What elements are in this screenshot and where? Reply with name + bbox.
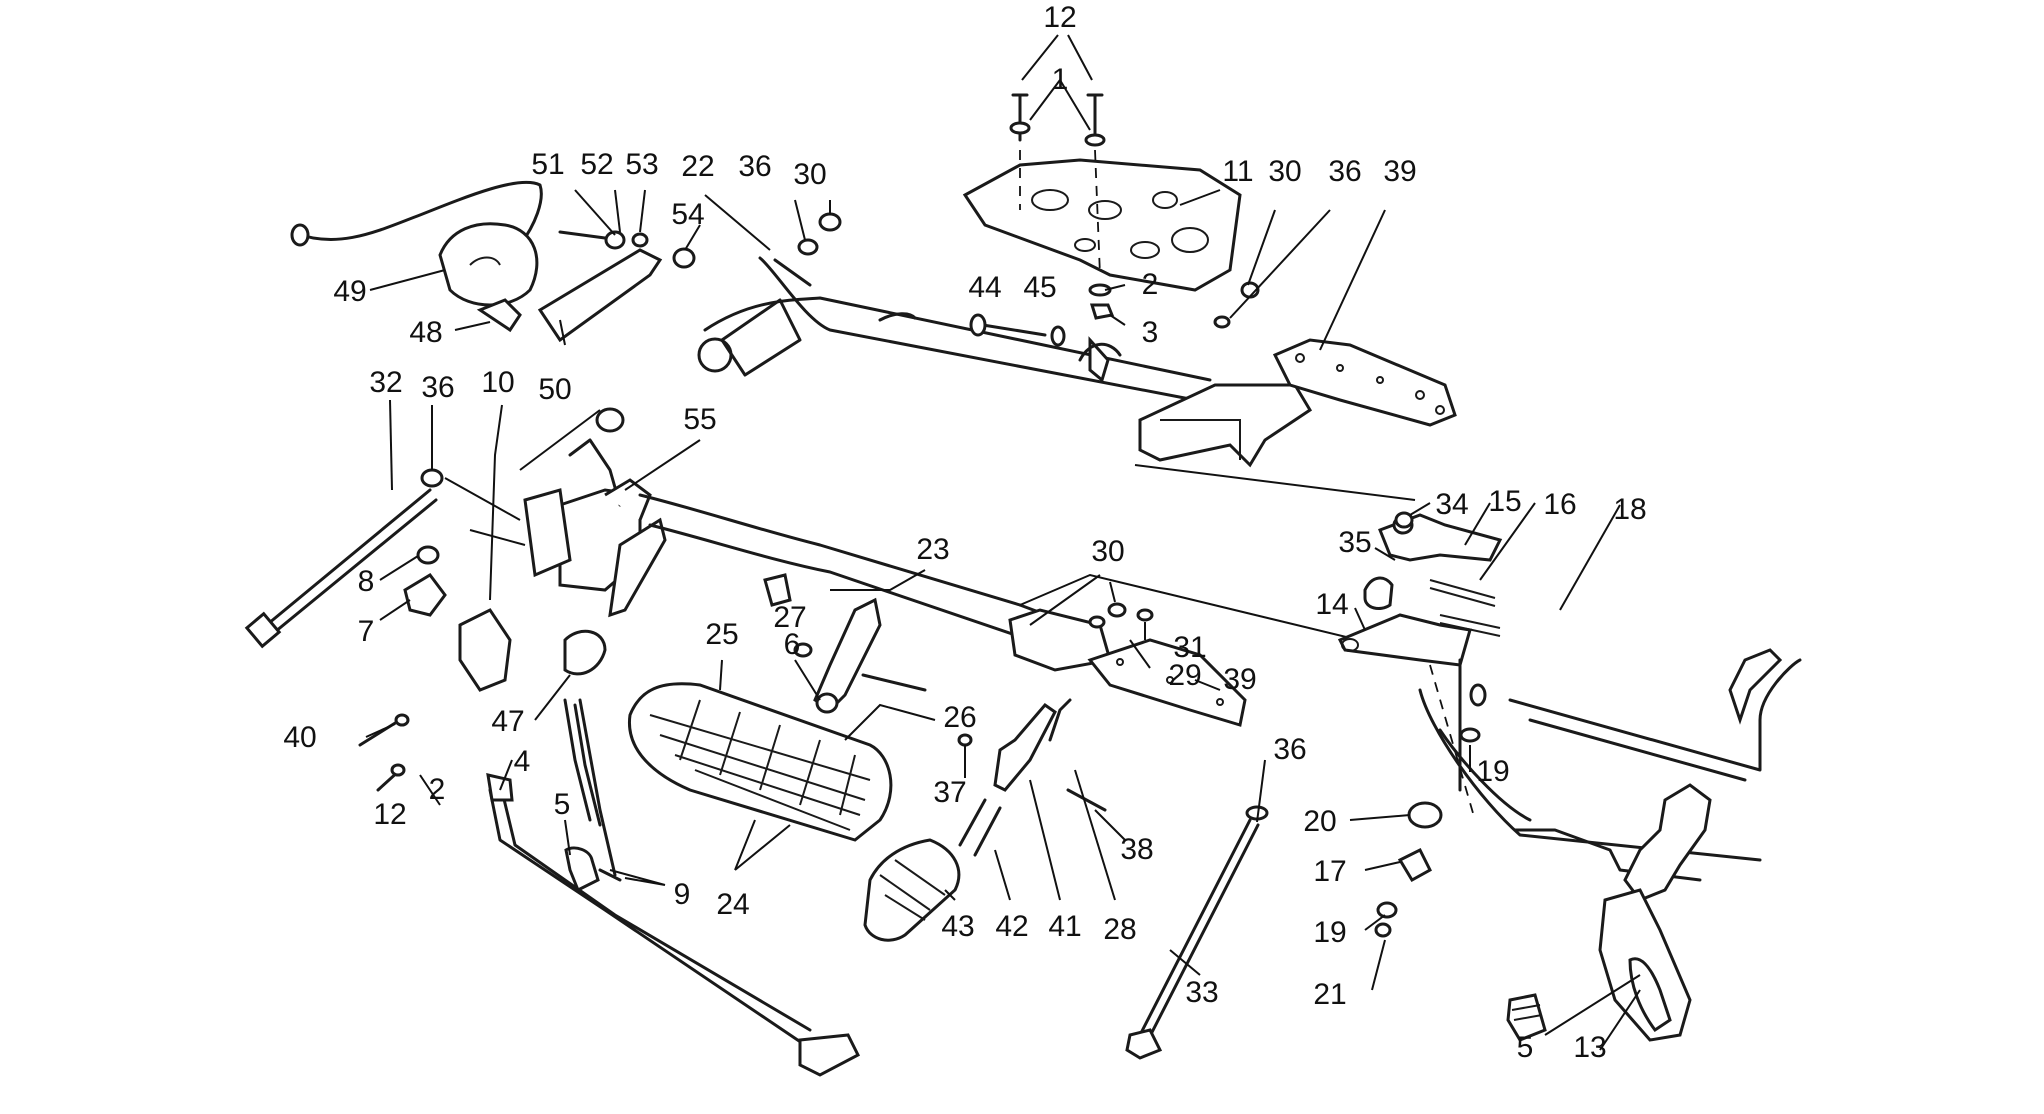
callout-16: 16	[1543, 488, 1577, 521]
callout-31: 31	[1173, 631, 1207, 664]
lower-main-tube	[638, 493, 1401, 672]
callout-17: 17	[1313, 855, 1347, 888]
callout-48: 48	[409, 316, 443, 349]
callout-5: 5	[1516, 1031, 1534, 1064]
callout-30: 30	[1091, 535, 1125, 568]
callout-30: 30	[1268, 155, 1302, 188]
callout-30: 30	[793, 158, 827, 191]
callout-15: 15	[1488, 485, 1522, 518]
callout-39: 39	[1223, 663, 1257, 696]
callout-52: 52	[580, 148, 614, 181]
callout-53: 53	[625, 148, 659, 181]
rear-frame-tubes	[1418, 648, 1802, 1042]
callout-9: 9	[673, 878, 691, 911]
callout-6: 6	[783, 628, 801, 661]
callout-24: 24	[716, 888, 750, 921]
callout-19: 19	[1476, 755, 1510, 788]
right-plate-39-lower	[1087, 638, 1247, 727]
callout-13: 13	[1573, 1031, 1607, 1064]
callout-4: 4	[513, 745, 531, 778]
rod-32	[244, 468, 521, 649]
small-parts-left	[358, 545, 607, 792]
callout-39: 39	[1383, 155, 1417, 188]
washer-36-right	[1213, 315, 1231, 329]
mounting-plate	[962, 158, 1242, 292]
leader-lines	[365, 34, 1641, 1051]
upper-right-bracket	[1134, 383, 1416, 501]
callout-18: 18	[1613, 493, 1647, 526]
callout-19: 19	[1313, 916, 1347, 949]
left-mount-block	[469, 407, 667, 618]
shift-lever-26	[763, 573, 927, 714]
callout-3: 3	[1141, 316, 1159, 349]
callout-51: 51	[531, 148, 565, 181]
callout-23: 23	[916, 533, 950, 566]
callout-2: 2	[1141, 268, 1159, 301]
callout-34: 34	[1435, 488, 1469, 521]
callout-10: 10	[481, 366, 515, 399]
washer-29	[1088, 615, 1106, 629]
callout-38: 38	[1120, 833, 1154, 866]
callout-36: 36	[1328, 155, 1362, 188]
callout-12: 12	[1043, 1, 1077, 34]
callout-49: 49	[333, 275, 367, 308]
rear-small-parts	[1374, 683, 1547, 1042]
callout-55: 55	[683, 403, 717, 436]
callout-36: 36	[421, 371, 455, 404]
callout-44: 44	[968, 271, 1002, 304]
callout-28: 28	[1103, 913, 1137, 946]
callout-29: 29	[1168, 659, 1202, 692]
callout-36: 36	[1273, 733, 1307, 766]
callout-47: 47	[491, 705, 525, 738]
callout-21: 21	[1313, 978, 1347, 1011]
nut-30-left	[818, 212, 842, 232]
bolt-44-spacer-45	[969, 313, 1066, 347]
callout-1: 1	[1051, 63, 1069, 96]
horn-assembly	[290, 180, 696, 343]
callout-36: 36	[738, 150, 772, 183]
washer-36-left	[797, 238, 819, 256]
nut-30-center	[1107, 602, 1127, 618]
callout-33: 33	[1185, 976, 1219, 1009]
rod-33	[1125, 805, 1269, 1060]
callout-40: 40	[283, 721, 317, 754]
callout-50: 50	[538, 373, 572, 406]
callout-8: 8	[357, 565, 375, 598]
nut-34	[1394, 511, 1414, 529]
callout-32: 32	[369, 366, 403, 399]
callout-14: 14	[1315, 588, 1349, 621]
callout-41: 41	[1048, 910, 1082, 943]
callout-37: 37	[933, 776, 967, 809]
callout-22: 22	[681, 150, 715, 183]
callout-7: 7	[357, 615, 375, 648]
callout-26: 26	[943, 701, 977, 734]
callout-5: 5	[553, 788, 571, 821]
callout-35: 35	[1338, 526, 1372, 559]
gear-lever	[863, 698, 1107, 942]
plate-bolts	[1009, 93, 1115, 320]
callout-2: 2	[428, 773, 446, 806]
callout-11: 11	[1222, 155, 1254, 188]
callout-54: 54	[671, 198, 705, 231]
callout-43: 43	[941, 910, 975, 943]
upper-frame-tube	[697, 256, 1212, 402]
callout-45: 45	[1023, 271, 1057, 304]
callout-12: 12	[373, 798, 407, 831]
washer-31	[1136, 608, 1154, 622]
callout-20: 20	[1303, 805, 1337, 838]
callout-42: 42	[995, 910, 1029, 943]
footboard	[627, 682, 893, 842]
callout-27: 27	[773, 601, 807, 634]
callout-25: 25	[705, 618, 739, 651]
